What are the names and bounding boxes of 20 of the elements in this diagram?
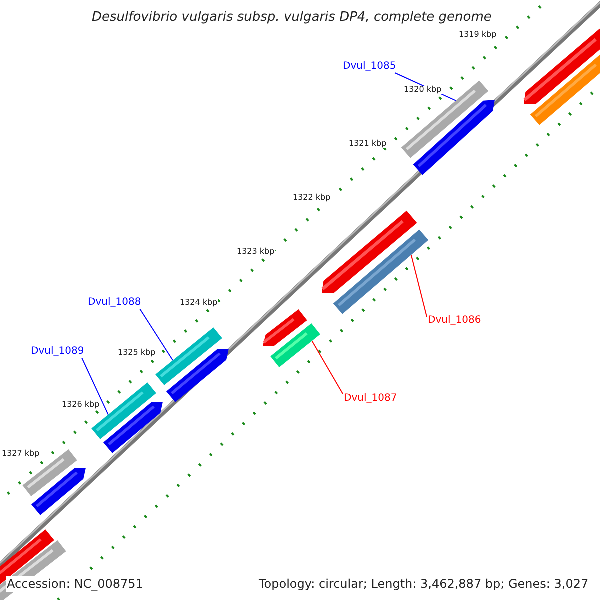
- gene-label: Dvul_1088: [88, 298, 142, 308]
- gene-feature-bar: [333, 230, 429, 314]
- position-label: 1320 kbp: [404, 86, 442, 94]
- position-label: 1326 kbp: [62, 401, 100, 409]
- leader-line: [312, 340, 344, 394]
- gene-label: Dvul_1086: [428, 316, 482, 326]
- gene-label: Dvul_1085: [343, 62, 396, 72]
- gene-feature-bar: [156, 328, 222, 386]
- position-label: 1323 kbp: [237, 248, 275, 256]
- position-label: 1319 kbp: [459, 31, 497, 39]
- leader-line: [140, 308, 174, 361]
- gene-feature-bar: [270, 324, 320, 368]
- gene-label: Dvul_1089: [31, 347, 84, 357]
- gene-label: Dvul_1087: [344, 394, 398, 404]
- leader-line: [410, 254, 428, 318]
- map-info-text: Accession: NC_008751: [6, 576, 144, 592]
- leader-line: [82, 358, 109, 416]
- map-info-text: Topology: circular; Length: 3,462,887 bp; Genes: 3,027: [258, 576, 590, 592]
- position-label: 1327 kbp: [2, 450, 40, 458]
- diagram-title: Desulfovibrio vulgaris subsp. vulgaris DP4, complete genome: [92, 11, 492, 24]
